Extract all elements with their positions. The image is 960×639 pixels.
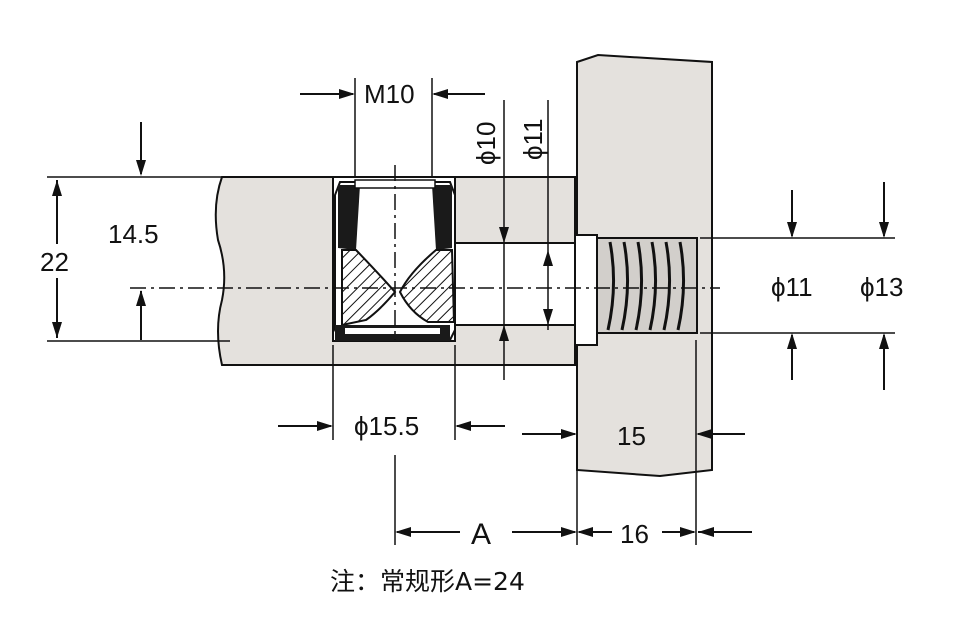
arrow-phi11-top-down <box>543 309 553 325</box>
arrow-a-left <box>395 527 411 537</box>
arrow-14-5-bottom <box>136 290 146 306</box>
arrow-m10-right <box>432 89 448 99</box>
arrow-15-left <box>561 429 577 439</box>
arrow-22-top <box>52 180 62 196</box>
arrow-phi11-right-top <box>787 222 797 238</box>
arrow-phi15-5-left <box>317 421 333 431</box>
dim-14-5-label: 14.5 <box>108 219 159 249</box>
dim-15-label: 15 <box>617 421 646 451</box>
arrow-22-bottom <box>52 322 62 338</box>
arrow-16-right <box>680 527 696 537</box>
dim-phi11-right-label: ϕ11 <box>771 272 813 302</box>
arrow-14-5-top <box>136 160 146 176</box>
dim-a-label: A <box>471 518 491 551</box>
dim-phi11-top-label: ϕ11 <box>518 118 548 160</box>
arrow-15-right <box>696 429 712 439</box>
arrow-phi13-bottom <box>879 333 889 349</box>
arrow-phi10-bottom <box>499 325 509 341</box>
cam-right-dark <box>432 185 452 250</box>
arrow-phi15-5-right <box>455 421 471 431</box>
bolt-channel <box>454 242 576 326</box>
arrow-phi11-top-up <box>543 250 553 266</box>
arrow-a-right <box>561 527 577 537</box>
cam-base-inner <box>345 328 440 334</box>
arrow-16-ext <box>698 527 714 537</box>
note-text: 注：常规形A=24 <box>330 567 525 596</box>
arrow-16-left <box>577 527 593 537</box>
dim-m10-label: M10 <box>364 79 415 109</box>
arrow-phi13-top <box>879 222 889 238</box>
arrow-phi10-top <box>499 227 509 243</box>
label-bg-22 <box>38 244 78 278</box>
cam-right-lobe <box>398 249 456 323</box>
dim-phi10-label: ϕ10 <box>471 122 501 165</box>
cam-left-dark <box>338 185 360 250</box>
dim-phi13-label: ϕ13 <box>860 272 903 302</box>
dim-phi15-5-label: ϕ15.5 <box>354 411 419 441</box>
arrow-m10-left <box>339 89 355 99</box>
dim-16-label: 16 <box>620 519 649 549</box>
thread-lines <box>606 241 686 331</box>
arrow-phi11-right-bottom <box>787 333 797 349</box>
dim-22-label: 22 <box>40 247 69 277</box>
